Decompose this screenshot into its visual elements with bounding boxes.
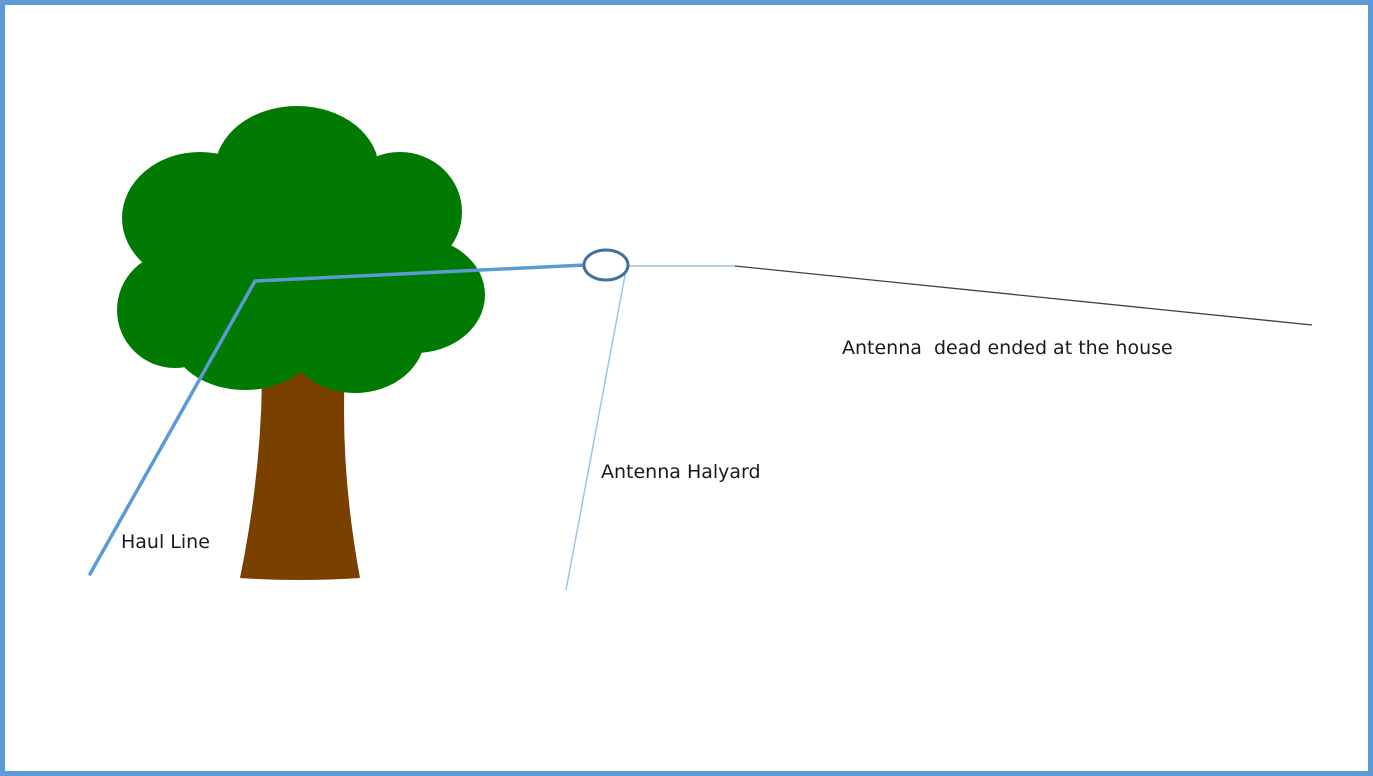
tree-trunk — [240, 370, 360, 580]
antenna-halyard-label: Antenna Halyard — [601, 461, 761, 483]
haul-line — [88, 263, 587, 576]
antenna-dead-end-label: Antenna dead ended at the house — [842, 337, 1173, 359]
antenna-wire — [734, 265, 1313, 326]
haul-line-label: Haul Line — [121, 531, 210, 553]
pulley-ring-icon — [582, 248, 630, 282]
antenna-halyard-line — [565, 269, 627, 591]
tree-foliage-icon — [117, 106, 485, 393]
